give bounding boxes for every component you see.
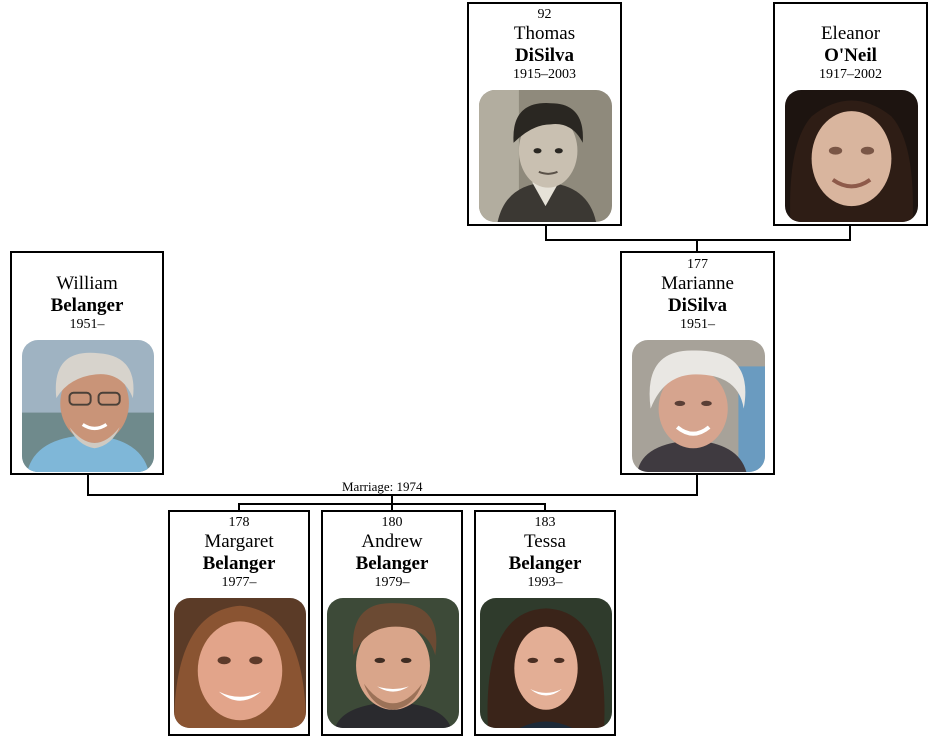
person-years: 1979– — [374, 575, 410, 590]
connector-line — [849, 225, 851, 240]
person-card-marianne[interactable]: 177 Marianne DiSilva 1951– — [620, 251, 775, 475]
person-card-eleanor[interactable]: Eleanor O'Neil 1917–2002 — [773, 2, 928, 226]
person-card-margaret[interactable]: 178 Margaret Belanger 1977– — [168, 510, 310, 736]
person-years: 1915–2003 — [513, 67, 576, 82]
connector-line — [87, 473, 89, 496]
person-card-william[interactable]: William Belanger 1951– — [10, 251, 164, 475]
person-first-name: Marianne — [661, 273, 734, 294]
person-number: 177 — [687, 257, 708, 272]
person-first-name: Thomas — [513, 23, 576, 44]
connector-line — [545, 239, 851, 241]
person-number — [775, 7, 926, 23]
person-number: 92 — [537, 7, 552, 22]
portrait-photo — [480, 598, 612, 728]
person-first-name: Eleanor — [820, 23, 881, 44]
person-years: 1951– — [69, 317, 105, 332]
person-years: 1977– — [221, 575, 257, 590]
portrait-photo — [632, 340, 765, 472]
person-first-name: Tessa — [524, 531, 566, 552]
person-years: 1917–2002 — [819, 67, 882, 82]
portrait-photo — [327, 598, 459, 728]
person-number: 180 — [381, 515, 403, 530]
person-last-name: DiSilva — [514, 45, 575, 66]
connector-line — [544, 503, 546, 512]
connector-line — [238, 503, 240, 512]
connector-line — [391, 503, 393, 512]
portrait-photo — [174, 598, 306, 728]
person-card-thomas[interactable]: 92 Thomas DiSilva 1915–2003 — [467, 2, 622, 226]
person-last-name: Belanger — [50, 295, 124, 316]
person-first-name: Margaret — [204, 531, 274, 552]
person-last-name: Belanger — [202, 553, 276, 574]
connector-line — [545, 225, 547, 240]
person-last-name: DiSilva — [667, 295, 728, 316]
person-years: 1951– — [680, 317, 715, 332]
person-last-name: Belanger — [508, 553, 582, 574]
portrait-photo — [785, 90, 918, 222]
marriage-label: Marriage: 1974 — [342, 479, 423, 494]
connector-line — [696, 240, 698, 252]
person-card-tessa[interactable]: 183 Tessa Belanger 1993– — [474, 510, 616, 736]
portrait-photo — [22, 340, 154, 472]
person-number: 178 — [228, 515, 250, 530]
person-first-name: William — [56, 273, 118, 294]
person-last-name: O'Neil — [824, 45, 877, 66]
connector-line — [696, 474, 698, 496]
person-card-andrew[interactable]: 180 Andrew Belanger 1979– — [321, 510, 463, 736]
connector-line — [391, 495, 393, 504]
person-number — [12, 257, 162, 273]
person-first-name: Andrew — [361, 531, 423, 552]
person-number: 183 — [534, 515, 556, 530]
person-years: 1993– — [527, 575, 563, 590]
portrait-photo — [479, 90, 612, 222]
person-last-name: Belanger — [355, 553, 429, 574]
